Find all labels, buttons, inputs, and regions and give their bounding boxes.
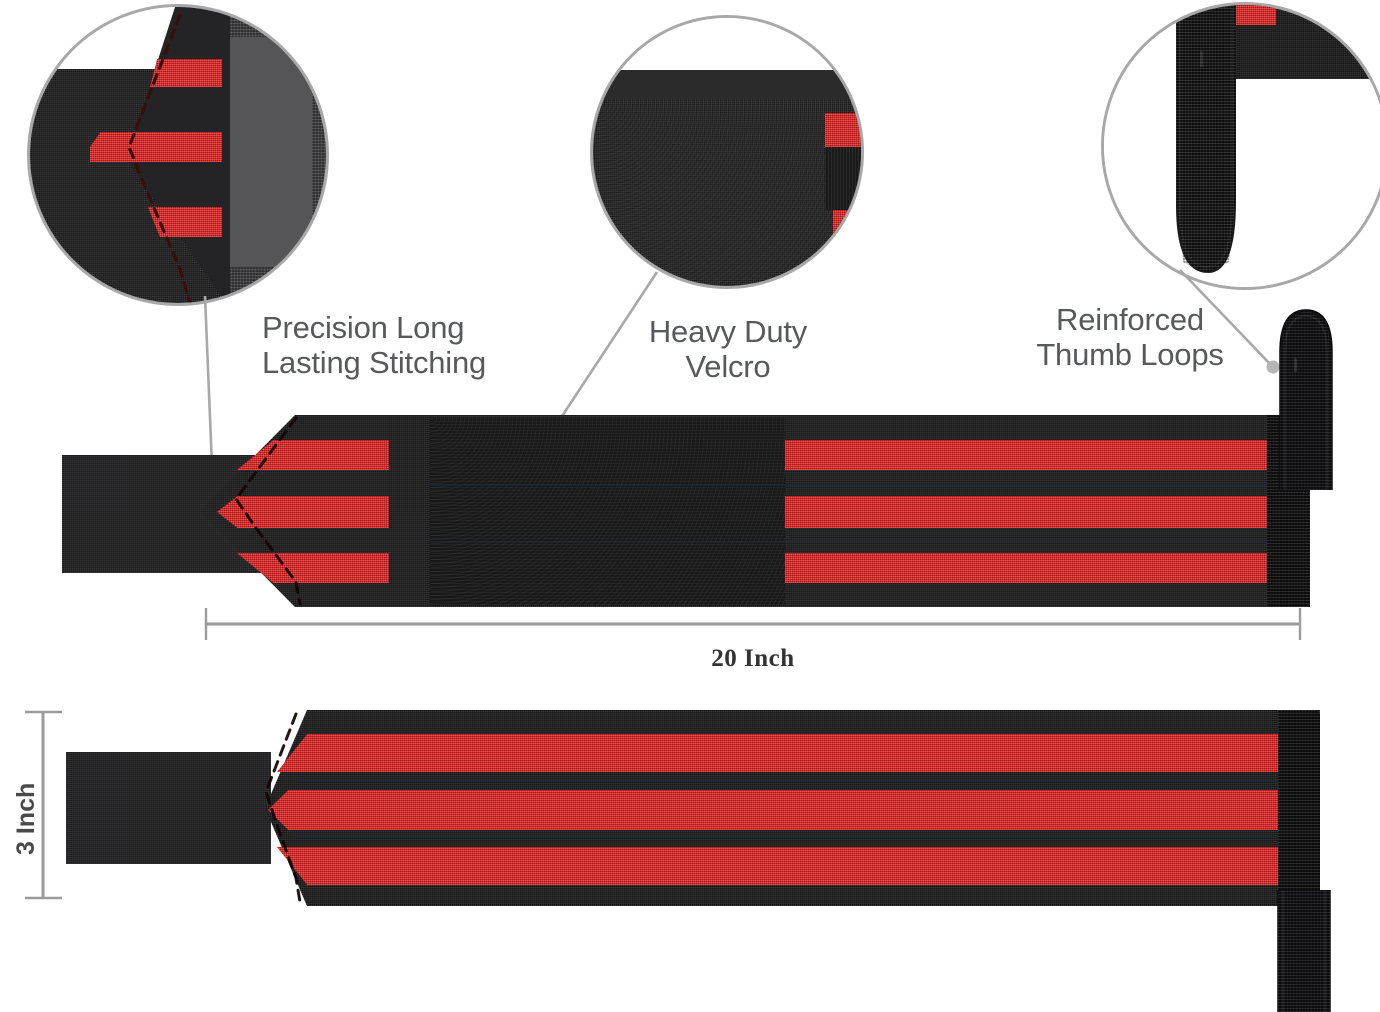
strap-top-view [62, 309, 1333, 607]
stripe-right-3 [785, 553, 1267, 583]
callout-label-velcro: Heavy Duty Velcro [648, 314, 808, 384]
stripe-right-1 [785, 440, 1267, 470]
stripe-right-2 [785, 496, 1267, 528]
strap-right-binding-bottom [1278, 710, 1320, 906]
stripe-bottom-3 [277, 847, 1288, 885]
velcro-closure-tab-bottom [66, 752, 271, 864]
stitching-detail-image [30, 7, 326, 303]
thumb-loop-detail-image [1104, 5, 1380, 287]
thumb-loop-top [1279, 309, 1333, 490]
callout-circle-velcro [590, 15, 864, 289]
stripe-bottom-1 [277, 734, 1288, 772]
dimension-label-width: 3 Inch [12, 782, 40, 855]
callout-label-thumb-loops: Reinforced Thumb Loops [1036, 302, 1224, 372]
stripe-bottom-2 [268, 790, 1288, 830]
callout-circle-stitching [27, 4, 329, 306]
stripe-left-2 [217, 496, 389, 528]
callout-label-stitching: Precision Long Lasting Stitching [262, 310, 487, 380]
thumb-loop-bottom [1277, 890, 1331, 1012]
velcro-detail-image [593, 18, 861, 286]
velcro-panel-top [430, 417, 785, 605]
dimension-label-length: 20 Inch [711, 645, 795, 672]
